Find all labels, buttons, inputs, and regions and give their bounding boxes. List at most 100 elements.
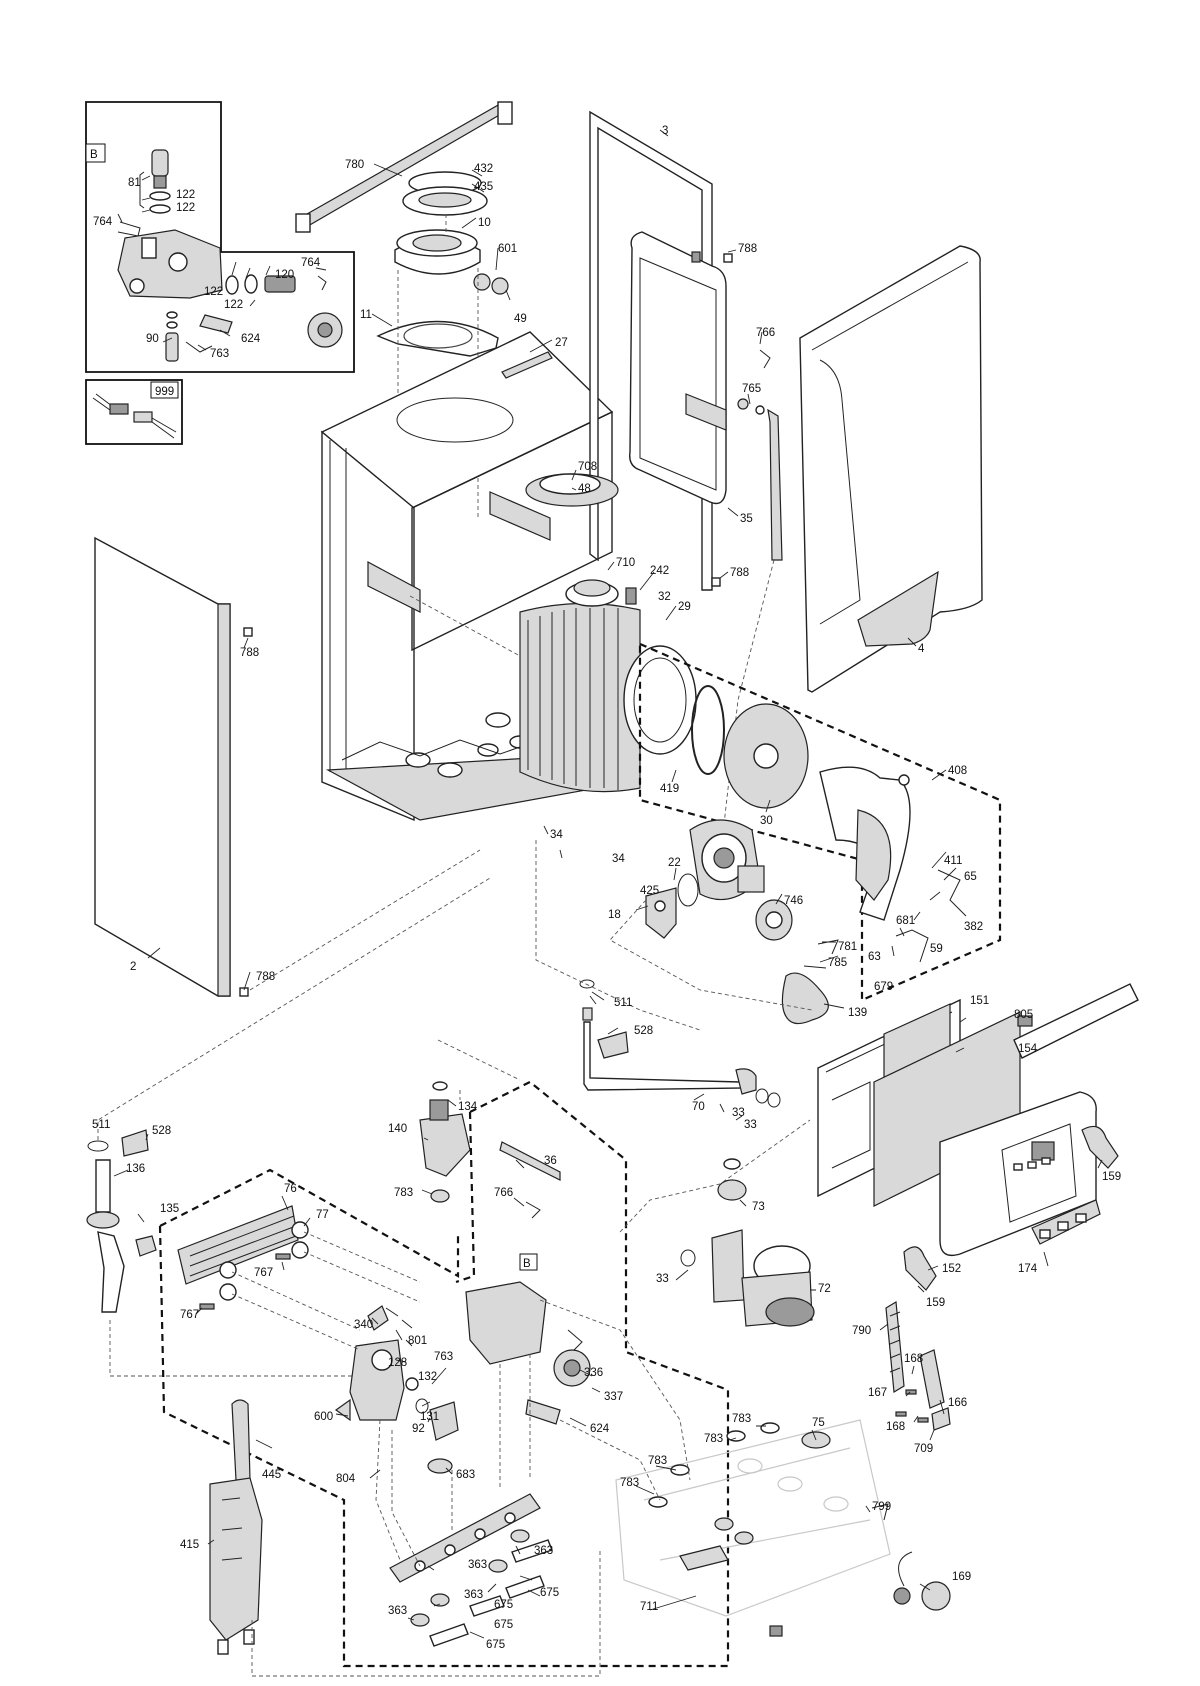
- callout-122: 122: [176, 189, 195, 201]
- callout-22: 22: [668, 857, 681, 869]
- callout-783: 783: [620, 1477, 639, 1489]
- pipework: [579, 979, 781, 1108]
- callout-131: 131: [420, 1411, 439, 1423]
- callout-408: 408: [948, 765, 967, 777]
- callout-788: 788: [256, 971, 275, 983]
- callout-763: 763: [434, 1351, 453, 1363]
- callout-59: 59: [930, 943, 943, 955]
- right-side-panel: [589, 110, 733, 591]
- callout-600: 600: [314, 1411, 333, 1423]
- callout-711: 711: [640, 1601, 658, 1613]
- callout-432: 432: [474, 163, 493, 175]
- callout-159: 159: [1102, 1171, 1121, 1183]
- callout-136: 136: [126, 1163, 145, 1175]
- callout-63: 63: [868, 951, 881, 963]
- callout-766: 766: [756, 327, 775, 339]
- callout-10: 10: [478, 217, 491, 229]
- callout-624: 624: [241, 333, 261, 345]
- callout-675: 675: [494, 1599, 513, 1611]
- callout-382: 382: [964, 921, 983, 933]
- callout-764: 764: [301, 257, 321, 269]
- callout-30: 30: [760, 815, 773, 827]
- callout-780: 780: [345, 159, 364, 171]
- callout-174: 174: [1018, 1263, 1038, 1275]
- callout-154: 154: [1018, 1043, 1038, 1055]
- callout-675: 675: [494, 1619, 513, 1631]
- callout-363: 363: [464, 1589, 483, 1601]
- callout-76: 76: [284, 1183, 297, 1195]
- callout-746: 746: [784, 895, 803, 907]
- callout-166: 166: [948, 1397, 967, 1409]
- callout-159: 159: [926, 1297, 945, 1309]
- callout-799: 799: [872, 1501, 891, 1513]
- burner-group: [638, 642, 1002, 1002]
- callout-415: 415: [180, 1539, 199, 1551]
- callout-34: 34: [550, 829, 563, 841]
- callout-48: 48: [578, 483, 591, 495]
- left-bypass-pipe: [86, 1129, 360, 1377]
- front-casing: [799, 245, 983, 693]
- callout-34: 34: [612, 853, 625, 865]
- vessel-hose: [719, 349, 783, 861]
- left-side-panel: [94, 536, 253, 997]
- callout-783: 783: [732, 1413, 751, 1425]
- chassis-frame: [320, 331, 614, 822]
- flue-assembly: [295, 101, 513, 530]
- callout-785: 785: [828, 957, 847, 969]
- callout-710: 710: [616, 557, 635, 569]
- lower-manifold: [389, 1493, 553, 1647]
- callout-33: 33: [656, 1273, 669, 1285]
- callout-435: 435: [474, 181, 493, 193]
- callout-49: 49: [514, 313, 527, 325]
- callout-675: 675: [486, 1639, 505, 1651]
- mounting-jig: [615, 1419, 951, 1637]
- callout-528: 528: [152, 1125, 171, 1137]
- callout-122: 122: [204, 286, 223, 298]
- callout-29: 29: [678, 601, 691, 613]
- gas-valve: [419, 1080, 730, 1668]
- inset-b-tag: B: [90, 149, 98, 161]
- callout-708: 708: [578, 461, 597, 473]
- callout-134: 134: [458, 1101, 478, 1113]
- callout-788: 788: [730, 567, 749, 579]
- callout-804: 804: [336, 1473, 356, 1485]
- callout-65: 65: [964, 871, 977, 883]
- callout-33: 33: [744, 1119, 757, 1131]
- callout-242: 242: [650, 565, 669, 577]
- callout-92: 92: [412, 1423, 425, 1435]
- callout-73: 73: [752, 1201, 765, 1213]
- callout-681: 681: [896, 915, 915, 927]
- callout-788: 788: [738, 243, 757, 255]
- callout-419: 419: [660, 783, 679, 795]
- callout-132: 132: [418, 1371, 437, 1383]
- callout-679: 679: [874, 981, 893, 993]
- callout-168: 168: [904, 1353, 923, 1365]
- callout-805: 805: [1014, 1009, 1033, 1021]
- callout-75: 75: [812, 1417, 825, 1429]
- callout-90: 90: [146, 333, 159, 345]
- callout-411: 411: [944, 855, 962, 867]
- callout-801: 801: [408, 1335, 427, 1347]
- callout-139: 139: [848, 1007, 867, 1019]
- callout-445: 445: [262, 1469, 281, 1481]
- callout-151: 151: [970, 995, 989, 1007]
- callout-511: 511: [614, 997, 632, 1009]
- callout-336: 336: [584, 1367, 603, 1379]
- callout-167: 167: [868, 1387, 887, 1399]
- callout-783: 783: [648, 1455, 667, 1467]
- heat-exchanger: [519, 473, 725, 793]
- callout-783: 783: [704, 1433, 723, 1445]
- callout-781: 781: [838, 941, 857, 953]
- condensate-trap: [209, 1399, 263, 1655]
- terminal-accessories: [885, 1300, 951, 1431]
- callout-140: 140: [388, 1123, 407, 1135]
- callout-709: 709: [914, 1443, 933, 1455]
- callout-783: 783: [394, 1187, 413, 1199]
- callout-169: 169: [952, 1571, 971, 1583]
- leader-lines: [113, 129, 1103, 1639]
- callout-363: 363: [468, 1559, 487, 1571]
- callout-120: 120: [275, 269, 294, 281]
- callout-33: 33: [732, 1107, 745, 1119]
- callout-152: 152: [942, 1263, 961, 1275]
